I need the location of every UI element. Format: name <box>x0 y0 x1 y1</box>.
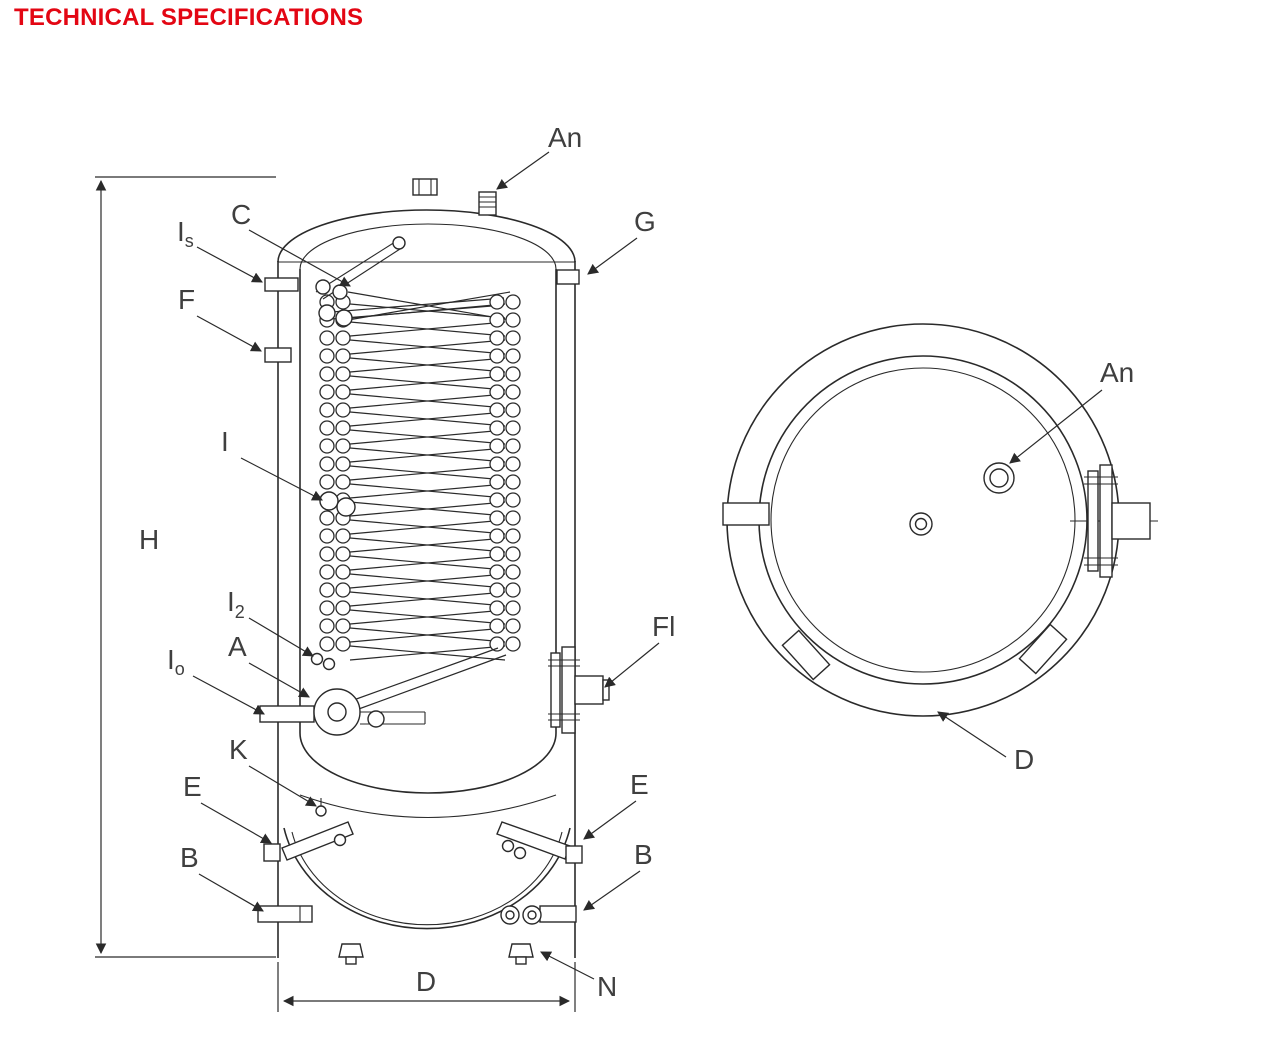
callout-n: N <box>540 951 617 1002</box>
label-n: N <box>597 971 617 1002</box>
fitting-e-left <box>263 821 354 862</box>
callout-i: I <box>221 426 323 501</box>
label-e-right: E <box>630 769 649 800</box>
label-fl: Fl <box>652 611 675 642</box>
fitting-i2 <box>310 652 336 671</box>
fitting-is <box>264 277 299 292</box>
label-i: I <box>221 426 229 457</box>
sensor-tube-c <box>315 236 406 327</box>
dimension-height: H <box>95 176 276 958</box>
lifting-lug-left <box>722 502 770 526</box>
label-a: A <box>228 631 247 662</box>
label-g: G <box>634 206 656 237</box>
label-is: Is <box>177 216 194 251</box>
callout-f: F <box>178 284 262 352</box>
callout-b-left: B <box>180 842 264 912</box>
fitting-b-left <box>257 905 313 923</box>
dimension-diameter-front: D <box>277 962 576 1012</box>
center-port <box>909 512 933 536</box>
lifting-lug-bottom-left <box>781 629 831 681</box>
front-view: H <box>95 122 675 1012</box>
fitting-g <box>556 269 580 285</box>
callout-fl: Fl <box>604 611 675 688</box>
fitting-top-stub <box>412 178 438 196</box>
fitting-e-right <box>496 821 583 864</box>
fitting-an-front <box>478 191 497 216</box>
dimension-d-top-label: D <box>1014 744 1034 775</box>
support-feet <box>338 943 534 965</box>
callout-k: K <box>229 734 317 807</box>
label-b-right: B <box>634 839 653 870</box>
label-io: Io <box>167 644 185 679</box>
callout-i2: I2 <box>227 586 314 657</box>
callout-e-right: E <box>583 769 649 840</box>
callout-an-front: An <box>496 122 582 190</box>
flange-top-view <box>1070 464 1158 578</box>
callout-is: Is <box>177 216 263 283</box>
dimension-h-label: H <box>139 524 159 555</box>
fitting-f <box>264 347 292 363</box>
dimension-d-front-label: D <box>416 966 436 997</box>
fitting-b-right <box>500 905 577 925</box>
callout-an-top: An <box>1009 357 1134 464</box>
label-f: F <box>178 284 195 315</box>
callout-a: A <box>228 631 310 698</box>
fitting-a-io <box>259 688 426 736</box>
fitting-k <box>315 798 327 817</box>
callout-d-top: D <box>937 711 1034 775</box>
callout-b-right: B <box>583 839 653 911</box>
label-an-top: An <box>1100 357 1134 388</box>
callout-e-left: E <box>183 771 272 844</box>
an-port-top-view <box>983 462 1015 494</box>
label-i2: I2 <box>227 586 245 622</box>
top-view: An D <box>722 323 1158 775</box>
heating-coil <box>319 291 521 711</box>
vessel-outline <box>277 209 576 958</box>
label-an-front: An <box>548 122 582 153</box>
label-c: C <box>231 199 251 230</box>
callout-io: Io <box>167 644 265 715</box>
lifting-lug-bottom-right <box>1018 623 1068 675</box>
callout-g: G <box>587 206 656 275</box>
page-title: TECHNICAL SPECIFICATIONS <box>14 4 364 31</box>
fitting-fl <box>548 646 610 734</box>
label-e-left: E <box>183 771 202 802</box>
fitting-i <box>319 491 356 517</box>
callout-c: C <box>231 199 351 287</box>
label-k: K <box>229 734 248 765</box>
label-b-left: B <box>180 842 199 873</box>
